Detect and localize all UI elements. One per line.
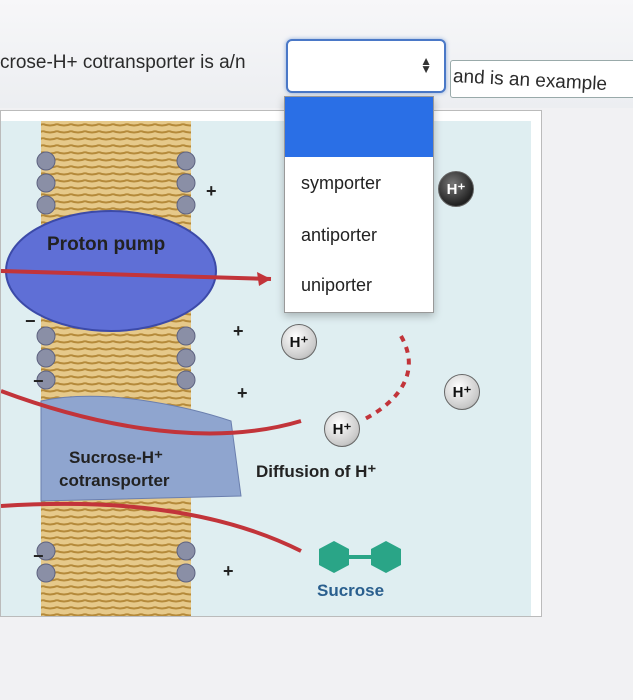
cotransport-figure: Proton pump Sucrose-H⁺ cotransporter Dif… [0,110,542,617]
minus-sign: − [33,546,44,566]
hplus-ion: H⁺ [324,411,360,447]
plus-sign: + [206,181,217,201]
option-uniporter[interactable]: uniporter [301,275,373,295]
membrane-diagram [1,121,411,616]
dropdown-blank-option[interactable] [285,97,433,157]
hplus-ion: H⁺ [281,324,317,360]
sucrose-hexagon-2 [371,541,401,573]
option-antiporter[interactable]: antiporter [301,225,378,245]
up-down-arrows-icon: ▲▼ [420,54,432,76]
hplus-ion: H⁺ [438,171,474,207]
answer-dropdown-menu: symporter antiporter uniporter [284,96,434,313]
plus-sign: + [233,321,244,341]
cotransporter-protein [40,395,242,502]
cotransporter-label-line2: cotransporter [59,471,170,490]
answer-select[interactable]: ▲▼ [286,39,446,93]
proton-pump-label: Proton pump [47,234,166,255]
plus-sign: + [237,383,248,403]
plus-sign: + [223,561,234,581]
sucrose-label: Sucrose [317,581,385,600]
sucrose-hexagon-1 [319,541,349,573]
question-bar: crose-H+ cotransporter is a/n ▲▼ and is … [0,0,633,108]
minus-sign: − [25,311,36,331]
diffusion-label: Diffusion of H⁺ [256,462,377,481]
hplus-ion: H⁺ [444,374,480,410]
cotransporter-label-line1: Sucrose-H⁺ [69,448,163,467]
option-symporter[interactable]: symporter [301,173,382,193]
next-answer-field[interactable] [450,60,633,98]
lipid-bilayer [41,121,191,616]
figure-background: Proton pump Sucrose-H⁺ cotransporter Dif… [1,121,531,616]
question-text-before: crose-H+ cotransporter is a/n [0,52,246,73]
minus-sign: − [33,371,44,391]
